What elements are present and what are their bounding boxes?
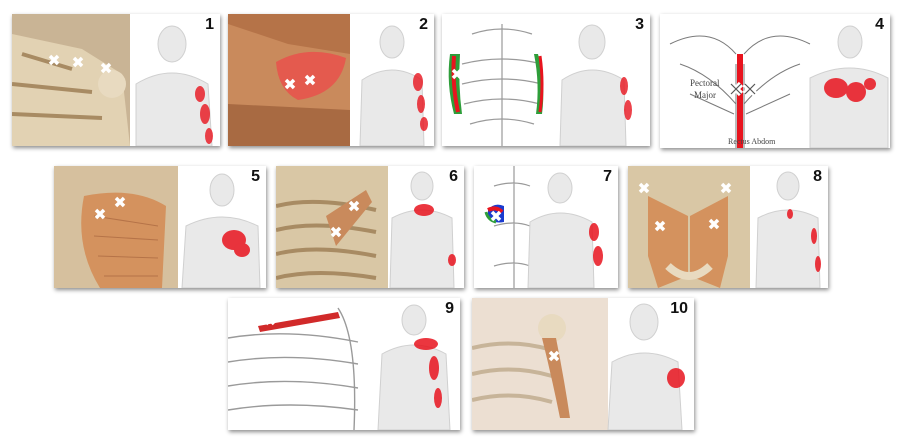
panel-7-art — [474, 166, 618, 288]
panel-number: 10 — [670, 300, 688, 317]
panel-5: 5 — [54, 166, 266, 288]
trigger-point-x-icon — [48, 54, 112, 74]
panel-8-art — [628, 166, 828, 288]
panel-number: 5 — [251, 168, 260, 185]
trigger-point-x-icon — [490, 210, 502, 222]
sketch-label: Rectus Abdom — [728, 137, 776, 146]
body-figure-icon — [527, 172, 595, 288]
body-figure-icon — [389, 171, 455, 288]
trigger-point-x-icon — [284, 74, 316, 90]
sketch-label: Pectoral — [690, 78, 720, 88]
panel-9-art — [228, 298, 460, 430]
panel-number: 9 — [445, 300, 454, 317]
pain-referral-icon — [414, 338, 442, 408]
panel-number: 2 — [419, 16, 428, 33]
body-figure-icon — [559, 24, 627, 146]
panel-10-art — [472, 298, 694, 430]
trigger-point-x-icon — [94, 196, 126, 220]
trigger-point-x-icon — [451, 68, 463, 80]
panel-number: 1 — [205, 16, 214, 33]
pain-referral-icon — [620, 77, 632, 120]
panel-2-art — [228, 14, 434, 146]
panel-4: Pectoral Major Rectus Abdom 4 — [660, 14, 890, 148]
pain-referral-icon — [824, 78, 876, 102]
panel-8: 8 — [628, 166, 828, 288]
panel-5-art — [54, 166, 266, 288]
pain-referral-icon — [195, 86, 213, 144]
panel-1-art — [12, 14, 220, 146]
body-figure-icon — [607, 303, 683, 430]
panel-number: 4 — [875, 16, 884, 33]
pain-referral-icon — [414, 204, 456, 266]
panel-9: 9 — [228, 298, 460, 430]
pain-referral-icon — [589, 223, 603, 266]
panel-number: 6 — [449, 168, 458, 185]
panel-1: 1 — [12, 14, 220, 146]
body-figure-icon — [755, 171, 821, 288]
panel-4-art: Pectoral Major Rectus Abdom — [660, 14, 890, 148]
panel-2: 2 — [228, 14, 434, 146]
panel-number: 7 — [603, 168, 612, 185]
trigger-point-x-icon — [548, 350, 560, 362]
pain-referral-icon — [222, 230, 250, 257]
panel-7: 7 — [474, 166, 618, 288]
sketch-label: Major — [694, 90, 716, 100]
trigger-point-x-icon — [330, 200, 360, 238]
pain-referral-icon — [413, 73, 428, 131]
panel-3-art — [442, 14, 650, 146]
panel-6-art — [276, 166, 464, 288]
panel-6: 6 — [276, 166, 464, 288]
panel-10: 10 — [472, 298, 694, 430]
body-figure-icon — [135, 25, 213, 146]
panel-number: 8 — [813, 168, 822, 185]
panel-number: 3 — [635, 16, 644, 33]
pain-referral-icon — [787, 209, 821, 272]
trigger-point-x-icon — [638, 182, 732, 232]
body-figure-icon — [359, 25, 425, 146]
trigger-point-x-icon — [264, 314, 276, 326]
panel-3: 3 — [442, 14, 650, 146]
pain-referral-icon — [667, 368, 685, 388]
